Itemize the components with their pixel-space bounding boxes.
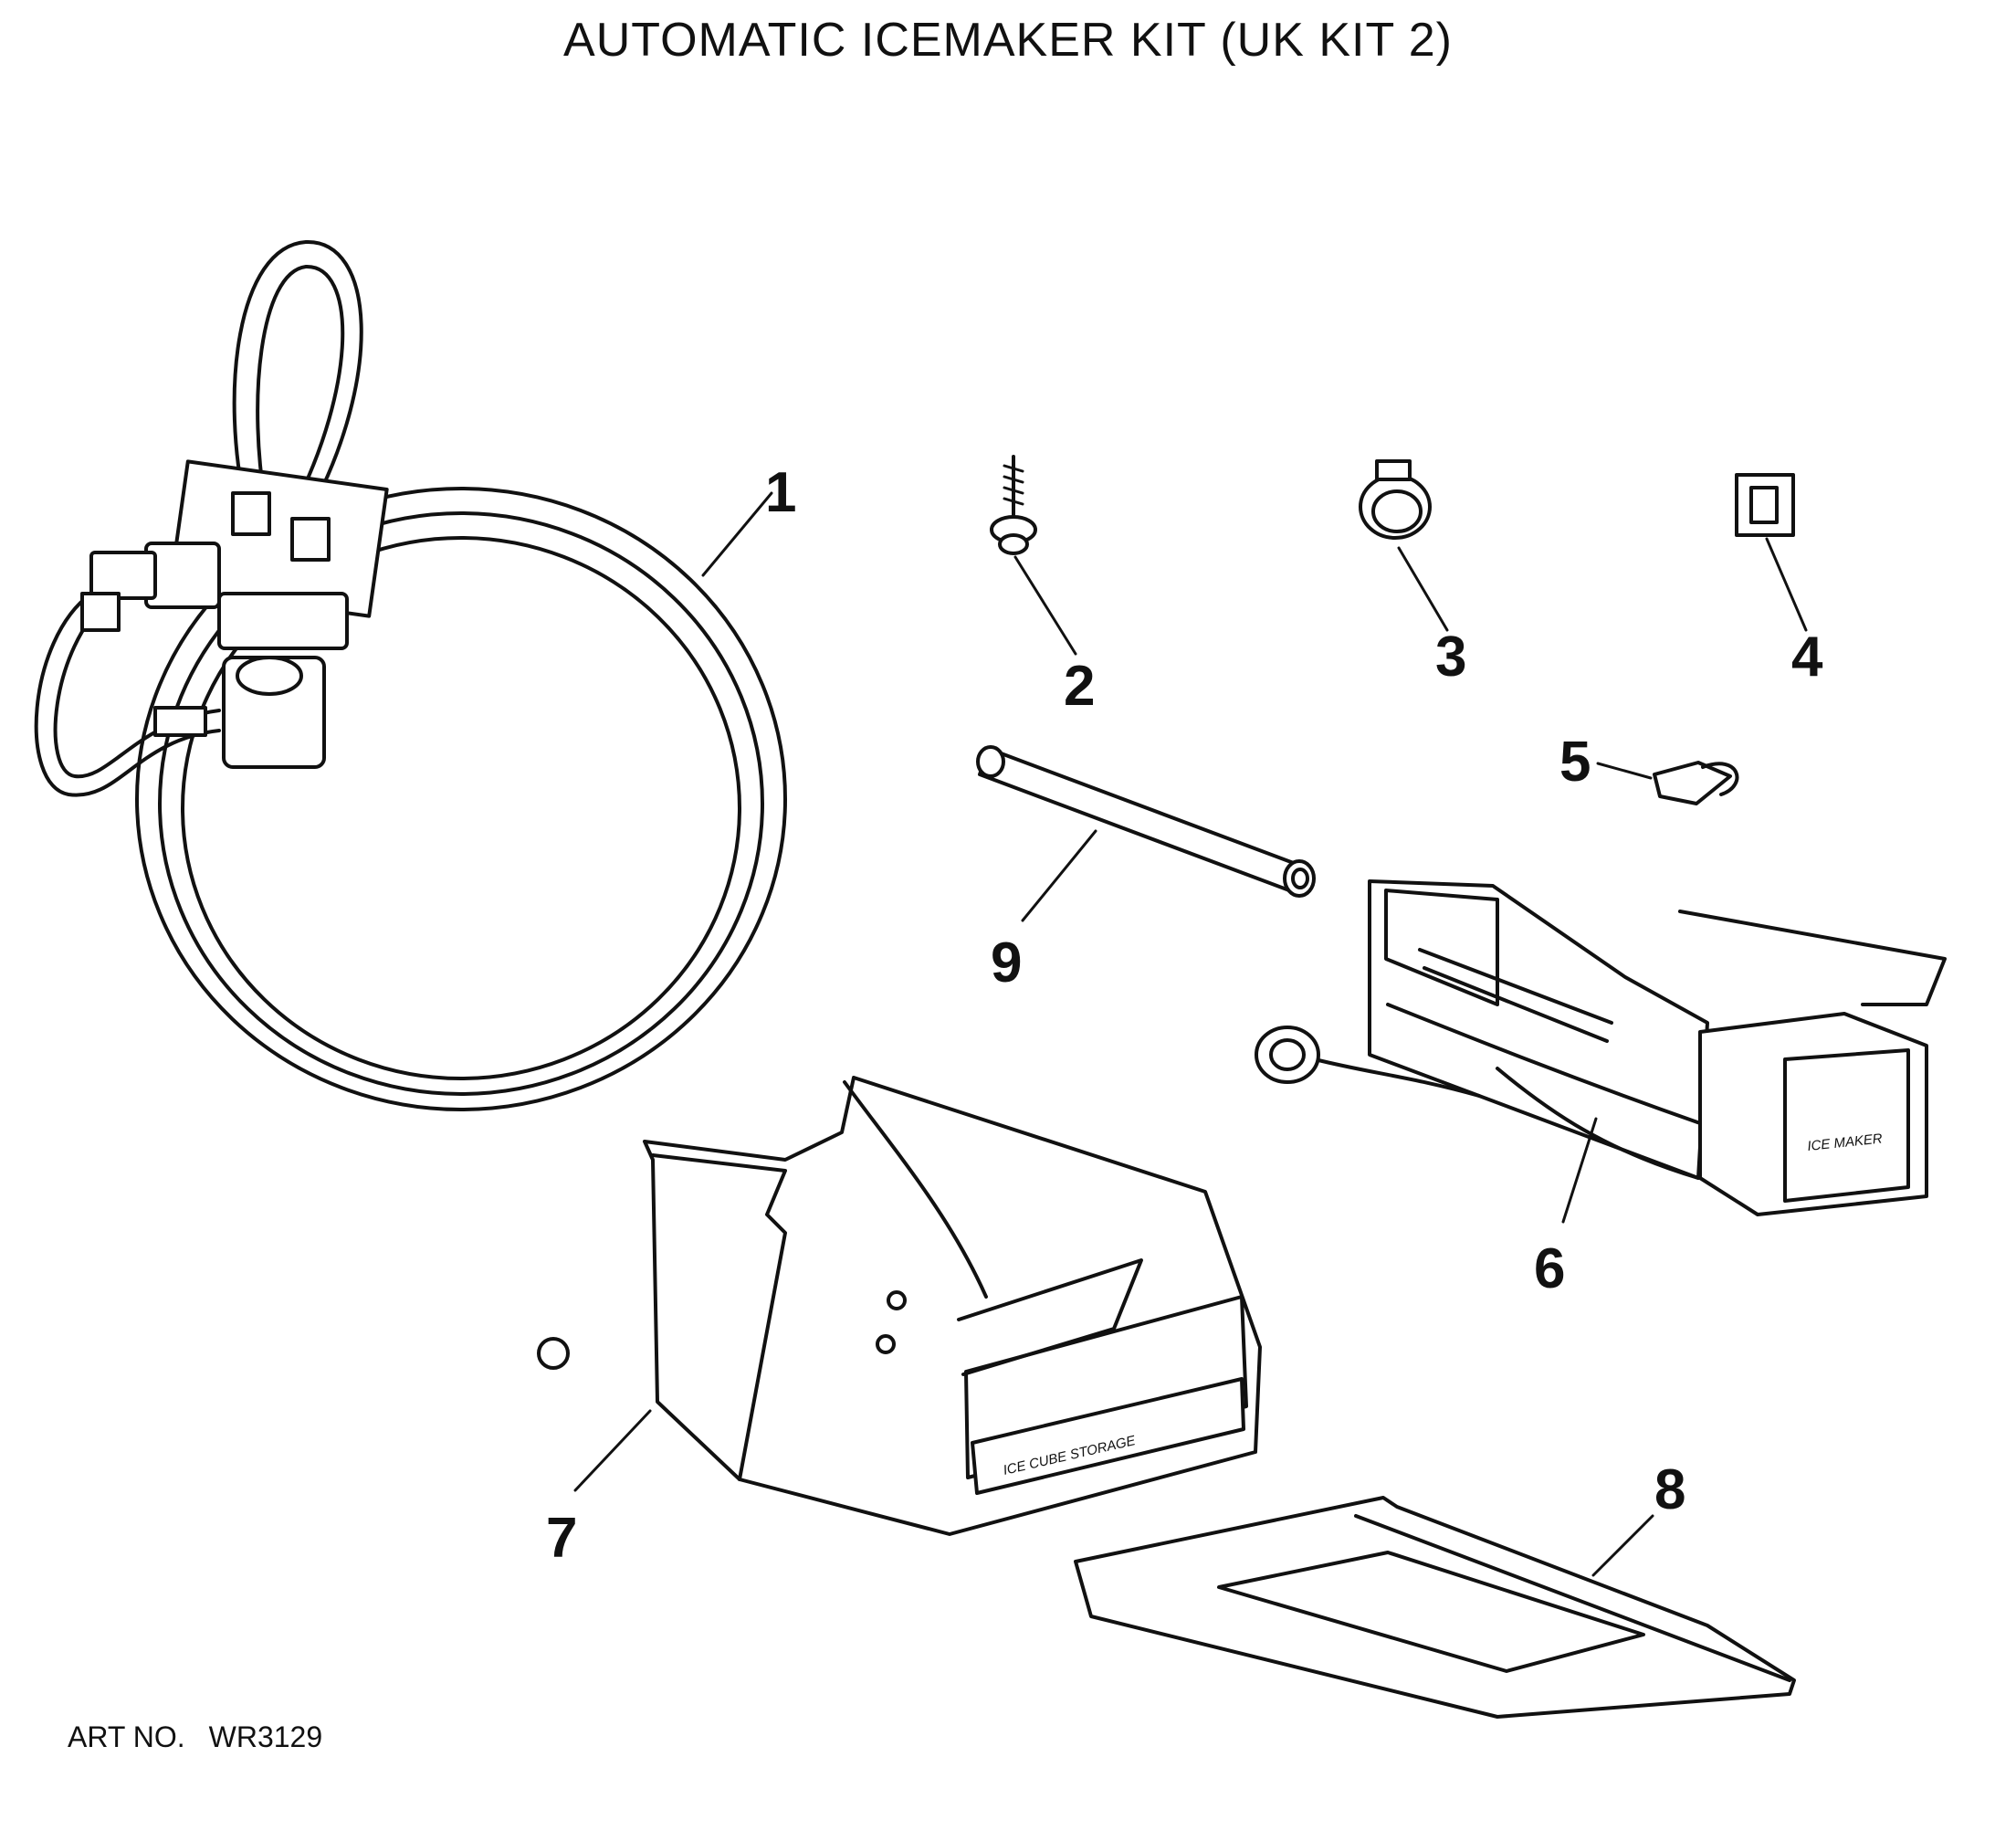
callout-6: 6 bbox=[1534, 1237, 1565, 1300]
callout-7: 7 bbox=[546, 1507, 577, 1570]
callout-2: 2 bbox=[1064, 655, 1095, 718]
leader-line-7 bbox=[573, 1409, 652, 1492]
callout-8: 8 bbox=[1654, 1458, 1685, 1521]
leader-line-3 bbox=[1397, 546, 1449, 632]
ice-tray-part bbox=[1074, 1496, 1796, 1719]
leader-line-8 bbox=[1591, 1514, 1654, 1577]
art-number-value: WR3129 bbox=[208, 1720, 323, 1753]
leader-line-5 bbox=[1596, 762, 1653, 780]
callout-9: 9 bbox=[991, 931, 1022, 994]
diagram-title: AUTOMATIC ICEMAKER KIT (UK KIT 2) bbox=[563, 14, 1453, 67]
leader-line-9 bbox=[1021, 829, 1097, 922]
leader-line-4 bbox=[1765, 537, 1808, 632]
art-number: ART NO. WR3129 bbox=[68, 1720, 346, 1754]
switch-part bbox=[1735, 473, 1795, 537]
water-valve-assembly bbox=[34, 239, 787, 1111]
wire-clip-part bbox=[1653, 761, 1739, 805]
callout-1: 1 bbox=[765, 461, 796, 524]
screw-part bbox=[990, 455, 1037, 555]
callout-5: 5 bbox=[1559, 731, 1591, 794]
leader-line-1 bbox=[701, 491, 773, 577]
art-number-label: ART NO. bbox=[68, 1720, 185, 1753]
ice-bin-part: ICE CUBE STORAGE bbox=[537, 1076, 1262, 1536]
icemaker-part: ICE MAKER bbox=[1255, 879, 1947, 1216]
hose-clamp-part bbox=[1359, 459, 1432, 540]
leader-line-6 bbox=[1561, 1117, 1598, 1224]
callout-4: 4 bbox=[1791, 626, 1823, 689]
fill-tube-part bbox=[976, 745, 1316, 898]
callout-3: 3 bbox=[1435, 626, 1466, 689]
leader-line-2 bbox=[1013, 555, 1077, 656]
